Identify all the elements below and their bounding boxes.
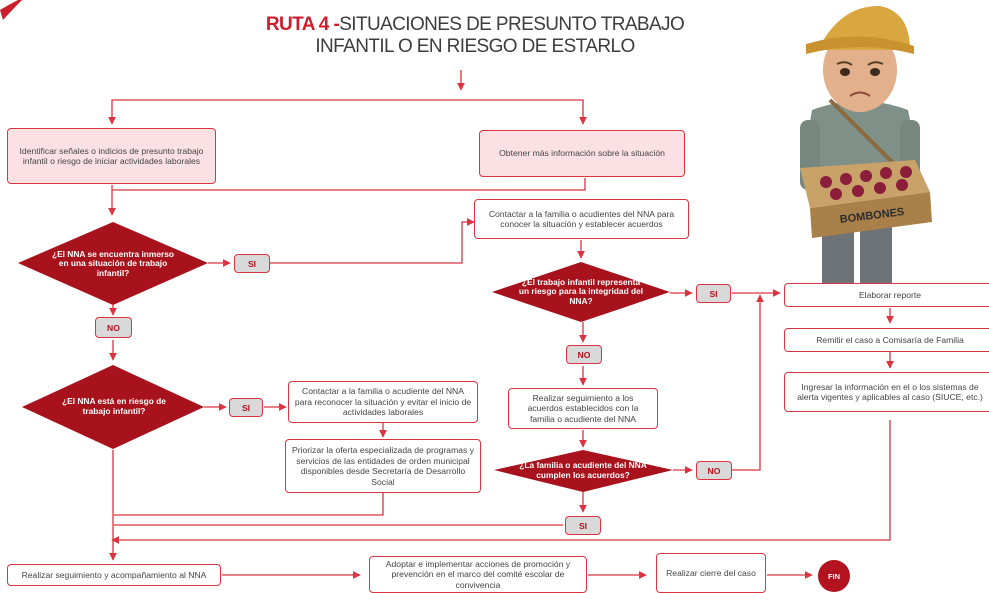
yes-label: SI — [229, 398, 263, 417]
diamond-shape — [22, 365, 204, 449]
end-node: FIN — [818, 560, 850, 592]
child-vendor-illustration — [800, 5, 932, 285]
no-label: NO — [566, 345, 602, 364]
node-contactar-acuerdos: Contactar a la familia o acudientes del … — [474, 199, 689, 239]
yes-label: SI — [565, 516, 601, 535]
title-line1: SITUACIONES DE PRESUNTO TRABAJO — [339, 14, 685, 35]
diamond-shape — [18, 222, 208, 305]
decision-cumplen: ¿La familia o acudiente del NNA cumplen … — [519, 460, 647, 480]
node-priorizar: Priorizar la oferta especializada de pro… — [285, 439, 481, 493]
node-obtener: Obtener más información sobre la situaci… — [479, 130, 685, 177]
no-label: NO — [696, 461, 732, 480]
yes-label: SI — [234, 254, 270, 273]
node-ingresar: Ingresar la información en el o los sist… — [784, 372, 989, 412]
yes-label: SI — [696, 284, 731, 303]
decision-riesgo: ¿El NNA está en riesgo de trabajo infant… — [62, 396, 166, 416]
decision-riesgo-integridad: ¿El trabajo infantil representa un riesg… — [518, 276, 644, 306]
node-elaborar: Elaborar reporte — [784, 283, 989, 307]
title-line2: INFANTIL O EN RIESGO DE ESTARLO — [315, 36, 635, 57]
diamond-shape — [494, 450, 673, 492]
node-seguimiento-nna: Realizar seguimiento y acompañamiento al… — [7, 564, 221, 586]
no-label: NO — [95, 317, 132, 338]
diamond-shape — [492, 262, 670, 322]
page-title: RUTA 4 -SITUACIONES DE PRESUNTO TRABAJO … — [230, 14, 720, 58]
corner-swoosh-icon — [0, 0, 22, 20]
node-cierre: Realizar cierre del caso — [656, 553, 766, 593]
title-prefix: RUTA 4 - — [265, 14, 340, 35]
node-identificar: Identificar señales o indicios de presun… — [7, 128, 216, 184]
decision-inmerso: ¿El NNA se encuentra inmerso en una situ… — [51, 248, 175, 278]
node-adoptar: Adoptar e implementar acciones de promoc… — [369, 556, 587, 593]
node-remitir: Remitir el caso a Comisaría de Familia — [784, 328, 989, 352]
node-contactar-evitar: Contactar a la familia o acudiente del N… — [288, 381, 478, 423]
node-seguimiento-acuerdos: Realizar seguimiento a los acuerdos esta… — [508, 388, 658, 429]
